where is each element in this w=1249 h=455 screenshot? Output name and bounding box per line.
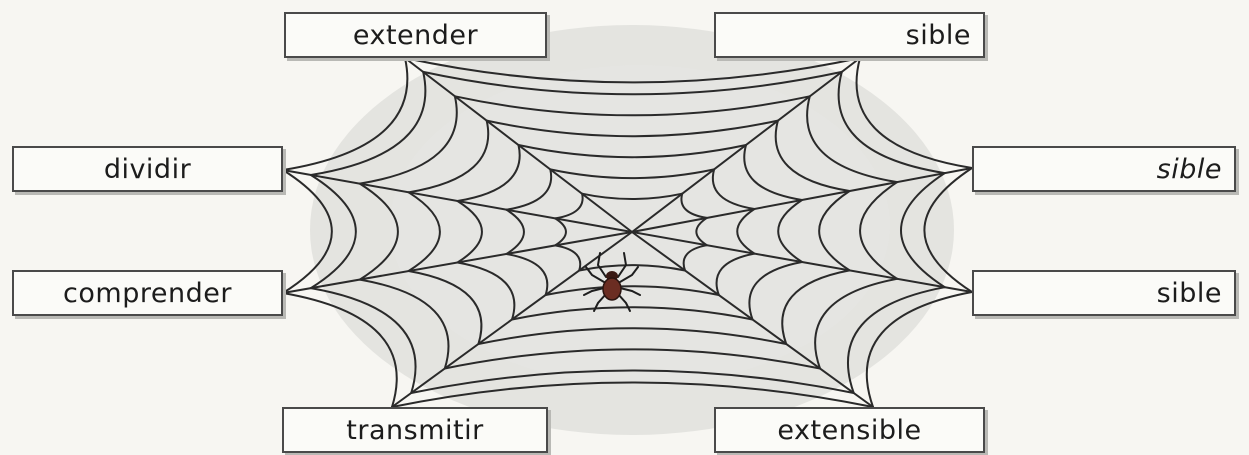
word-label-sible-right-upper: sible	[1157, 154, 1222, 185]
word-box-comprender: comprender	[12, 270, 283, 316]
word-box-dividir: dividir	[12, 146, 283, 192]
word-label-sible-right-lower: sible	[1157, 278, 1222, 309]
word-label-extender: extender	[353, 20, 478, 51]
word-box-transmitir: transmitir	[282, 407, 548, 453]
word-box-sible-top: sible	[714, 12, 985, 58]
word-box-sible-right-lower: sible	[972, 270, 1236, 316]
word-box-sible-right-upper: sible	[972, 146, 1236, 192]
word-box-extender: extender	[284, 12, 547, 58]
word-label-transmitir: transmitir	[346, 415, 483, 446]
word-box-extensible: extensible	[714, 407, 985, 453]
word-label-dividir: dividir	[104, 154, 191, 185]
word-label-extensible: extensible	[777, 415, 921, 446]
word-label-comprender: comprender	[63, 278, 232, 309]
word-label-sible-top: sible	[906, 20, 971, 51]
